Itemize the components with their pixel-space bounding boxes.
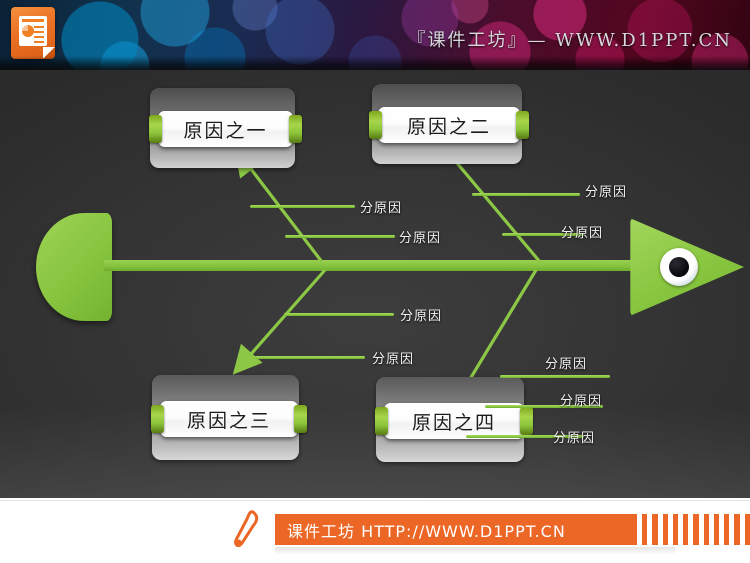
- banner-title: 『课件工坊』— WWW.D1PPT.CN: [407, 30, 732, 51]
- footer-url-bar[interactable]: 课件工坊 HTTP://WWW.D1PPT.CN: [275, 514, 637, 545]
- capsule-cap-right-icon: [520, 407, 533, 435]
- sub-bone-4: [502, 233, 584, 236]
- sub-bone-3: [472, 193, 580, 196]
- cause-label-4: 原因之四: [411, 411, 496, 434]
- sub-bone-7: [500, 375, 610, 378]
- sub-cause-label-9: 分原因: [553, 431, 596, 446]
- footer-bar-shadow: [275, 547, 675, 555]
- sub-bone-5: [284, 313, 394, 316]
- capsule-cap-right-icon: [289, 115, 302, 143]
- footer-stripes: [642, 514, 750, 545]
- capsule-cap-right-icon: [294, 405, 307, 433]
- banner-bottom-shade: [0, 56, 750, 70]
- sub-bone-9: [466, 435, 584, 438]
- fish-pupil-icon: [669, 257, 689, 277]
- footer-url-text: 课件工坊 HTTP://WWW.D1PPT.CN: [287, 521, 566, 541]
- fishbone-diagram: 原因之一 原因之二 原因之三 原因之四 分原因 分原因 分原因: [0, 70, 750, 498]
- sub-bone-2: [285, 235, 395, 238]
- cause-capsule-4[interactable]: 原因之四: [375, 403, 533, 439]
- sub-cause-label-4: 分原因: [561, 226, 604, 241]
- sub-bone-8: [485, 405, 603, 408]
- sub-cause-label-5: 分原因: [400, 309, 443, 324]
- pen-icon: [234, 510, 259, 548]
- powerpoint-doc-glyph: [19, 16, 47, 46]
- powerpoint-icon: [11, 7, 55, 59]
- fish-tail-icon: [36, 213, 112, 321]
- sub-bone-1: [250, 205, 355, 208]
- capsule-cap-left-icon: [375, 407, 388, 435]
- footer: 课件工坊 HTTP://WWW.D1PPT.CN: [0, 498, 750, 563]
- cause-label-2: 原因之二: [406, 115, 491, 138]
- capsule-cap-right-icon: [516, 111, 529, 139]
- sub-cause-label-1: 分原因: [360, 201, 403, 216]
- cause-label-1: 原因之一: [183, 119, 268, 142]
- top-banner: 『课件工坊』— WWW.D1PPT.CN: [0, 0, 750, 70]
- sub-bone-6: [255, 356, 365, 359]
- footer-divider: [0, 500, 750, 501]
- sub-cause-label-8: 分原因: [560, 394, 603, 409]
- sub-cause-label-7: 分原因: [545, 357, 588, 372]
- cause-label-3: 原因之三: [186, 409, 271, 432]
- cause-capsule-3[interactable]: 原因之三: [151, 401, 307, 437]
- fishbone-spine: [104, 260, 664, 271]
- capsule-cap-left-icon: [369, 111, 382, 139]
- cause-capsule-1[interactable]: 原因之一: [149, 111, 302, 147]
- cause-capsule-2[interactable]: 原因之二: [369, 107, 529, 143]
- sub-cause-label-3: 分原因: [585, 185, 628, 200]
- capsule-cap-left-icon: [151, 405, 164, 433]
- capsule-cap-left-icon: [149, 115, 162, 143]
- sub-cause-label-6: 分原因: [372, 352, 415, 367]
- pie-glyph: [22, 25, 34, 37]
- sub-cause-label-2: 分原因: [399, 231, 442, 246]
